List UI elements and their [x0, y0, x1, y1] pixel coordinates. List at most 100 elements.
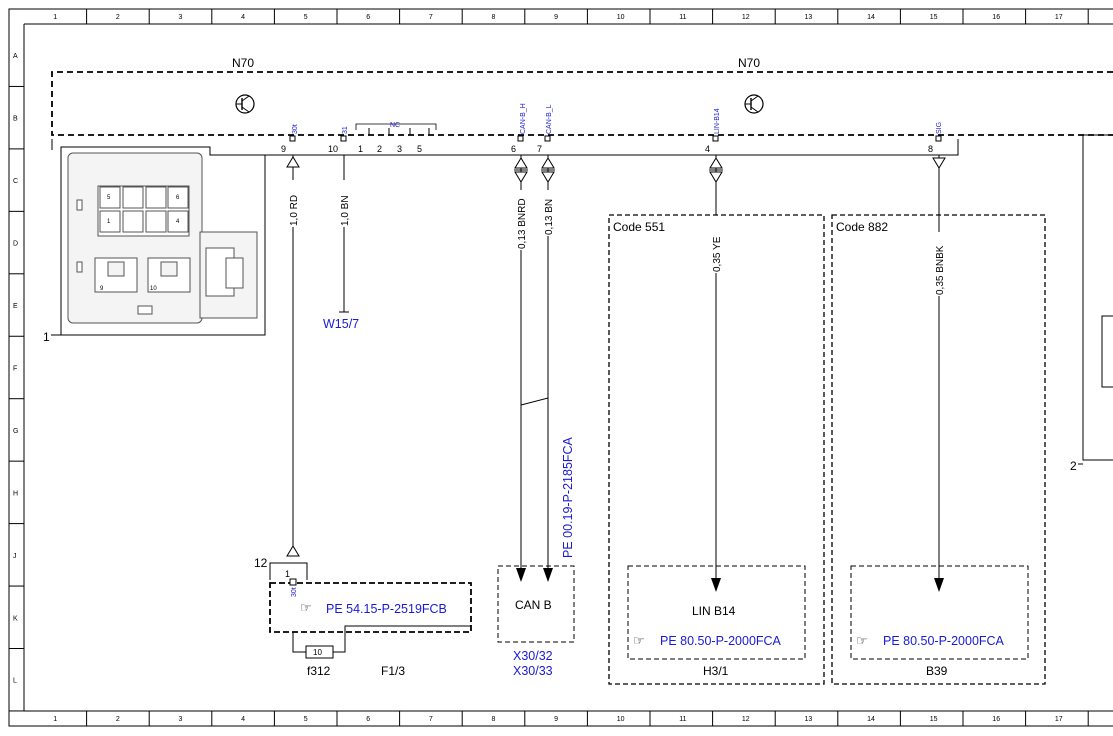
pin-number: 9	[281, 144, 286, 154]
grid-column-label: 15	[930, 716, 938, 723]
grid-column-label: 10	[617, 14, 625, 21]
fuse-box-f13-label: F1/3	[381, 664, 405, 678]
lin-b14-label: LIN B14	[692, 604, 736, 618]
connector-housing-line	[210, 139, 959, 156]
pin-number: 5	[417, 144, 422, 154]
signal-label-31: 31	[342, 126, 349, 134]
pin-number: 1	[358, 144, 363, 154]
grid-ruler: 1122334455667788991010111112121313141415…	[9, 9, 1089, 726]
nc-bracket	[355, 123, 437, 130]
signal-label-nc: NC	[390, 122, 400, 129]
grid-row-label: G	[13, 428, 18, 435]
grid-column-label: 7	[429, 716, 433, 723]
wire-connector-symbols	[286, 156, 946, 557]
connector-pin-label: 6	[176, 195, 180, 201]
grid-column-label: 14	[867, 14, 875, 21]
connector-pin-label: 9	[100, 286, 104, 292]
wire-label: 0,35 YE	[712, 236, 723, 272]
signal-label-can-h: CAN-B_H	[520, 103, 527, 134]
pointer-hand-icon: ☞	[300, 600, 312, 615]
pin-number: 6	[511, 144, 516, 154]
grid-column-label: 6	[366, 716, 370, 723]
pin-terminals	[289, 135, 942, 142]
grid-column-label: 5	[304, 14, 308, 21]
grid-column-label: 4	[241, 14, 245, 21]
component-b39: B39	[926, 664, 948, 678]
reference-link-pe8050-a[interactable]: PE 80.50-P-2000FCA	[660, 634, 782, 648]
fuse-symbol	[305, 645, 334, 659]
can-b-box	[497, 565, 575, 643]
grid-column-label: 8	[492, 14, 496, 21]
wire-label: 0,35 BNBK	[935, 245, 946, 295]
grid-column-label: 10	[617, 716, 625, 723]
signal-label-can-l: CAN-B_L	[546, 104, 553, 134]
grid-row-label: C	[13, 178, 18, 185]
reference-link-pe5415[interactable]: PE 54.15-P-2519FCB	[326, 602, 447, 616]
pin-number: 7	[537, 144, 542, 154]
grid-row-label: F	[13, 365, 17, 372]
fuse-rating: 10	[313, 648, 322, 657]
grid-row-label: H	[13, 490, 18, 497]
grid-row-label: A	[13, 53, 18, 60]
signal-label-sig: SIG	[936, 122, 943, 134]
grid-column-label: 1	[53, 716, 57, 723]
transistor-icon	[235, 94, 255, 114]
fuse-f312-label: f312	[307, 664, 331, 678]
b39-box	[850, 565, 1029, 660]
grid-column-label: 17	[1055, 716, 1063, 723]
reference-link-pe0019[interactable]: PE 00.19-P-2185FCA	[561, 436, 575, 558]
grid-row-label: D	[13, 241, 18, 248]
pin-number: 4	[705, 144, 710, 154]
code-882-label: Code 882	[836, 220, 888, 234]
pointer-hand-icon: ☞	[856, 633, 868, 648]
grid-column-label: 2	[116, 14, 120, 21]
signal-label-30t-fuse: 30t	[291, 587, 298, 597]
connector-drawing	[60, 146, 266, 336]
grid-row-label: E	[13, 303, 18, 310]
connector-pin-label: 4	[176, 219, 180, 225]
grid-column-label: 17	[1055, 14, 1063, 21]
component-h3-1: H3/1	[703, 664, 729, 678]
wire-label: 1,0 RD	[289, 195, 300, 226]
grid-column-label: 3	[179, 716, 183, 723]
wire-label: 1,0 BN	[340, 195, 351, 226]
lin-b14-box	[627, 565, 806, 660]
pin-number: 10	[328, 144, 338, 154]
pin-terminal	[289, 578, 297, 586]
grid-column-label: 12	[742, 716, 750, 723]
connector-x30-33[interactable]: X30/33	[513, 664, 553, 678]
grid-column-label: 12	[742, 14, 750, 21]
component-label: 12	[254, 556, 268, 570]
connector-x30-32[interactable]: X30/32	[513, 649, 553, 663]
wire-label: 0,13 BN	[544, 199, 555, 235]
reference-link-pe8050-b[interactable]: PE 80.50-P-2000FCA	[883, 634, 1005, 648]
grid-column-label: 1	[53, 14, 57, 21]
ground-point-label[interactable]: W15/7	[323, 317, 359, 331]
grid-column-label: 2	[116, 716, 120, 723]
module-label-right: N70	[738, 56, 760, 70]
code-882-box	[831, 214, 1046, 685]
grid-row-label: B	[13, 116, 18, 123]
grid-column-label: 13	[805, 14, 813, 21]
component-2-detail	[1101, 315, 1113, 388]
fuse-box-f13	[269, 582, 472, 633]
diagram-frame	[8, 8, 1113, 727]
connector-pin-label: 10	[150, 286, 157, 292]
grid-row-label: J	[13, 553, 17, 560]
wire-can-h-lower	[520, 397, 549, 412]
grid-column-label: 5	[304, 716, 308, 723]
pin-number: 2	[377, 144, 382, 154]
signal-label-30t: 30t	[292, 124, 299, 134]
wire-label-bg	[288, 180, 945, 296]
pin-number: 8	[928, 144, 933, 154]
arrow-heads	[516, 568, 944, 592]
component-label: 2	[1070, 459, 1077, 473]
grid-column-label: 15	[930, 14, 938, 21]
grid-column-label: 9	[554, 14, 558, 21]
signal-label-lin: LIN-B14	[714, 108, 721, 134]
fuse-12-outline	[269, 562, 308, 580]
grid-column-label: 4	[241, 716, 245, 723]
connector-pin-label: 5	[107, 195, 111, 201]
grid-column-label: 14	[867, 716, 875, 723]
fuse-wiring	[292, 625, 471, 653]
